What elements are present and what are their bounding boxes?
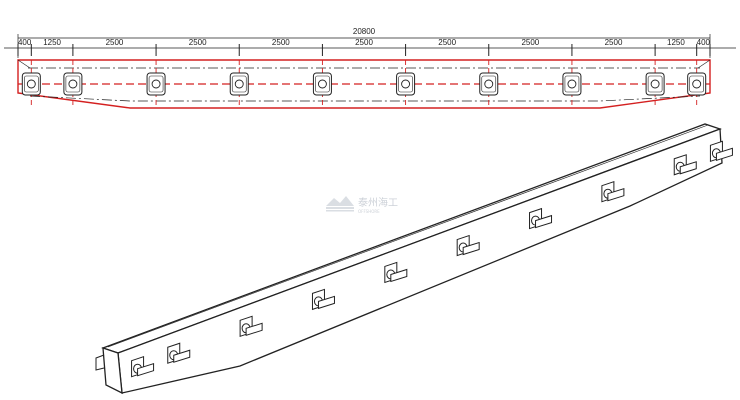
watermark-logo: 泰州海工 OFFSHORE	[326, 196, 398, 214]
lifting-pad-inner	[398, 75, 413, 93]
segment-dimension-label: 2500	[605, 38, 623, 47]
beam-top-face	[101, 123, 722, 354]
iso-lifting-pad	[601, 180, 625, 203]
pad-shackle	[715, 147, 733, 161]
lifting-pad-inner	[689, 75, 704, 93]
segment-dimension-label: 2500	[355, 38, 373, 47]
segment-dimension-label: 2500	[438, 38, 456, 47]
lifting-pad-inner	[24, 75, 39, 93]
pad-hole	[317, 79, 327, 89]
beam-front-face	[117, 128, 723, 394]
pad-hole	[484, 79, 494, 89]
pad-shackle	[535, 214, 553, 229]
iso-lifting-pad	[384, 261, 408, 284]
iso-lifting-pad	[131, 355, 155, 378]
segment-dimension-label: 400	[697, 38, 711, 47]
isometric-view	[95, 123, 733, 395]
segment-dimension-label: 400	[18, 38, 32, 47]
segment-dimension-label: 2500	[106, 38, 124, 47]
iso-lifting-pad	[311, 288, 335, 311]
pad-shackle	[607, 188, 625, 202]
lifting-pad	[229, 72, 249, 96]
lifting-pad	[562, 72, 582, 96]
pad-shackle	[390, 268, 408, 283]
pad-shackle	[679, 161, 697, 175]
pad-hole	[26, 79, 36, 89]
pad-shackle	[245, 322, 263, 336]
pad-shackle	[462, 241, 480, 256]
iso-lifting-pad	[239, 315, 263, 338]
lifting-pad	[396, 72, 416, 96]
svg-text:泰州海工: 泰州海工	[358, 196, 398, 209]
pad-shackle	[317, 295, 335, 310]
hidden-line-bottom	[29, 95, 701, 102]
lifting-pad-inner	[647, 75, 663, 93]
segment-dimension-label: 1250	[667, 38, 685, 47]
beam-end-face	[102, 347, 123, 395]
pad-hole	[68, 79, 78, 89]
svg-text:OFFSHORE: OFFSHORE	[358, 209, 380, 214]
segment-dimension-label: 1250	[43, 38, 61, 47]
segment-dimension-label: 2500	[521, 38, 539, 47]
iso-lifting-pad	[673, 154, 697, 176]
dimension-lines: 20800 400 1250 2500 2500 2500 2500 2500 2500 250…	[4, 27, 736, 58]
iso-lifting-pad	[167, 342, 191, 364]
pad-hole	[401, 79, 411, 89]
pad-hole	[650, 79, 660, 89]
iso-lifting-pad	[529, 207, 553, 230]
lifting-pad	[645, 72, 665, 96]
lifting-pad-inner	[65, 75, 81, 93]
pad-shackle	[137, 363, 155, 377]
lifting-pad	[312, 72, 332, 96]
end-chamfer	[17, 59, 31, 69]
end-lug	[95, 354, 105, 371]
iso-lifting-pad	[456, 234, 480, 257]
pad-hole	[151, 79, 161, 89]
lifting-pad-inner	[148, 75, 164, 93]
lifting-pad	[479, 72, 499, 96]
lifting-pad	[146, 72, 166, 96]
pad-hole	[692, 79, 702, 89]
lifting-pad	[21, 72, 41, 96]
lifting-pad-inner	[315, 75, 330, 93]
pad-shackle	[173, 349, 191, 363]
beam-top-edge	[107, 124, 709, 348]
pad-hole	[567, 79, 577, 89]
iso-lifting-pad	[709, 140, 733, 163]
lifting-pad-inner	[231, 75, 247, 93]
lifting-pad-inner	[564, 75, 580, 93]
overall-dimension-label: 20800	[353, 27, 376, 36]
segment-dimension-label: 2500	[189, 38, 207, 47]
segment-dimension-label: 2500	[272, 38, 290, 47]
lifting-pad-inner	[481, 75, 497, 93]
plan-view	[17, 59, 711, 109]
pad-hole	[234, 79, 244, 89]
end-chamfer	[697, 59, 711, 69]
lifting-pad	[63, 72, 83, 96]
lifting-pad	[687, 72, 707, 96]
